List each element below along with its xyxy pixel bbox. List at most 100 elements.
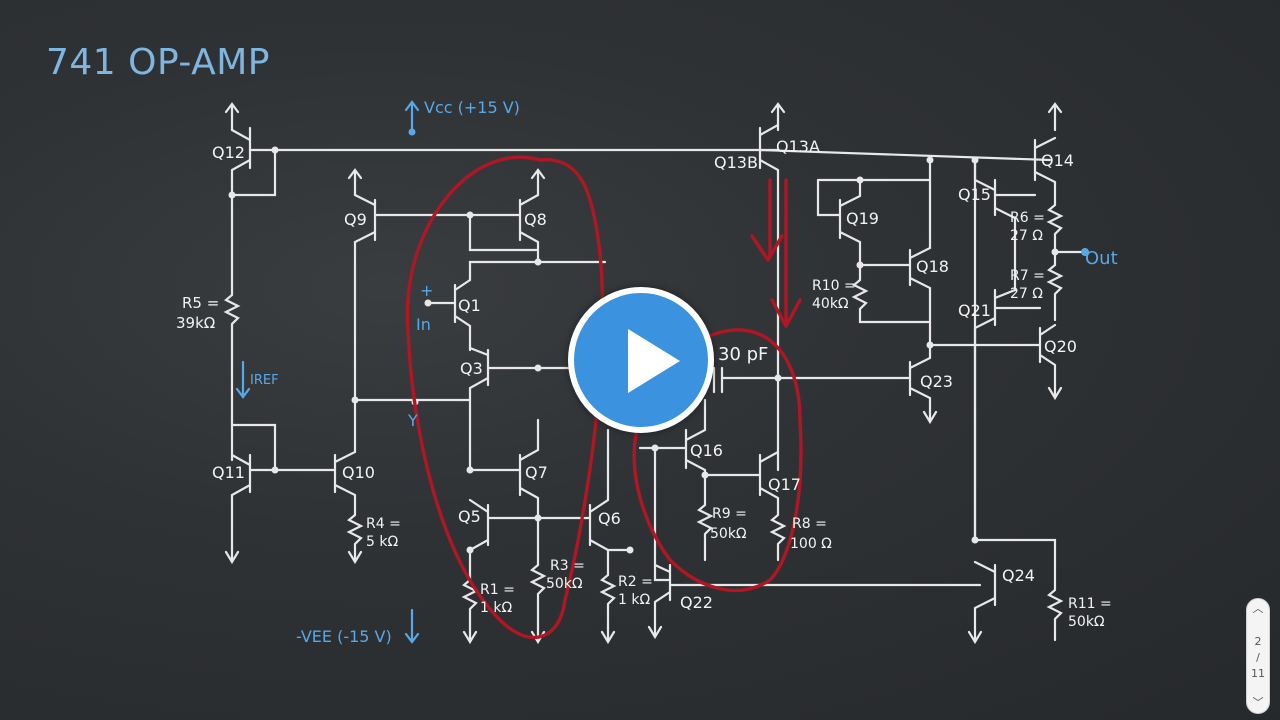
q5-label: Q5: [458, 507, 481, 526]
r5-label: R5 =: [182, 294, 219, 312]
r10-value: 40kΩ: [812, 296, 849, 312]
q8-label: Q8: [524, 210, 547, 229]
pager-total: 11: [1251, 667, 1265, 680]
out-terminal: [1081, 248, 1089, 256]
r8-label: R8 =: [792, 516, 827, 532]
supply-arrow: [530, 168, 546, 197]
q17-label: Q17: [768, 475, 801, 494]
q21-transistor: [973, 250, 1042, 542]
pager-up-icon[interactable]: ︿: [1252, 602, 1264, 615]
q23-label: Q23: [920, 372, 953, 391]
q9-label: Q9: [344, 210, 367, 229]
q18-label: Q18: [916, 257, 949, 276]
q19-label: Q19: [846, 209, 879, 228]
q18-transistor: [908, 158, 932, 347]
q24-transistor: [967, 560, 997, 645]
q9-transistor: [353, 193, 522, 402]
q20-label: Q20: [1044, 337, 1077, 356]
r2-label: R2 =: [618, 574, 653, 590]
q8-transistor: [468, 193, 540, 264]
in-label: In: [416, 315, 431, 334]
iref-arrow: [235, 360, 251, 399]
q6-r2: [588, 428, 632, 642]
q14-r6-r7: [1033, 136, 1087, 322]
junction-dots: [228, 146, 1059, 554]
vcc-arrow: [404, 100, 420, 134]
play-button[interactable]: [568, 287, 714, 433]
q24-r11: [973, 158, 1064, 642]
q17-r8: [758, 450, 787, 562]
r5-resistor: [223, 193, 241, 422]
slide-title: 741 OP-AMP: [46, 42, 271, 83]
vee-label: -VEE (-15 V): [296, 627, 392, 646]
iref-label: IREF: [250, 373, 279, 388]
r5-value: 39kΩ: [176, 314, 215, 332]
q1-label: Q1: [458, 296, 481, 315]
pager-separator: /: [1256, 651, 1260, 664]
r7-label: R7 =: [1010, 268, 1045, 284]
in-plus-label: +: [420, 281, 433, 300]
red-arrow-2: [770, 178, 802, 328]
q11-transistor: [224, 418, 277, 565]
q14-label: Q14: [1041, 151, 1074, 170]
r7-value: 27 Ω: [1010, 286, 1043, 302]
supply-arrow: [347, 168, 363, 197]
q23-transistor: [908, 343, 1042, 425]
r3-value: 50kΩ: [546, 576, 583, 592]
out-label: Out: [1085, 248, 1118, 269]
r8-value: 100 Ω: [790, 536, 832, 552]
q13a-label: Q13A: [776, 137, 820, 156]
vcc-rail: [248, 148, 1052, 162]
red-annotation-loop-left: [405, 155, 605, 640]
q21-label: Q21: [958, 301, 991, 320]
q7-label: Q7: [525, 463, 548, 482]
r6-value: 27 Ω: [1010, 228, 1043, 244]
pager-current: 2: [1254, 635, 1262, 648]
q3-label: Q3: [460, 359, 483, 378]
y-label: Y: [407, 411, 418, 430]
q13-transistor: [758, 123, 780, 472]
pager-down-icon[interactable]: ﹀: [1252, 696, 1264, 709]
q7-transistor: [468, 418, 540, 522]
r2-value: 1 kΩ: [618, 592, 650, 608]
slide-pager: ︿ 2 / 11 ﹀: [1246, 598, 1270, 714]
q3-transistor: [468, 346, 582, 472]
q12-transistor: [230, 126, 277, 197]
q16-base: [638, 446, 688, 582]
q19-q18-r10: [816, 178, 932, 324]
supply-arrow: [1047, 102, 1063, 132]
q13b-label: Q13B: [714, 153, 758, 172]
red-annotation-loop-right: [632, 328, 803, 593]
play-icon: [628, 329, 680, 393]
r10-label: R10 =: [812, 278, 856, 294]
r1-label: R1 =: [480, 582, 515, 598]
r9-label: R9 =: [712, 506, 747, 522]
r9-value: 50kΩ: [710, 526, 747, 542]
capacitor-label: 30 pF: [718, 344, 768, 365]
q6-label: Q6: [598, 509, 621, 528]
r1-value: 1 kΩ: [480, 600, 512, 616]
r3-label: R3 =: [550, 558, 585, 574]
r3-resistor: [529, 518, 547, 642]
q12-label: Q12: [212, 143, 245, 162]
r4-label: R4 =: [366, 516, 401, 532]
q16-label: Q16: [690, 441, 723, 460]
q10-r4: [333, 398, 364, 562]
supply-arrow: [224, 102, 240, 132]
red-arrow-1: [750, 178, 784, 262]
q20-transistor: [1038, 323, 1063, 401]
q24-label: Q24: [1002, 566, 1035, 585]
q11-label: Q11: [212, 463, 245, 482]
vee-arrow: [404, 608, 420, 644]
compensation-capacitor: [712, 366, 912, 394]
r11-value: 50kΩ: [1068, 614, 1105, 630]
r4-value: 5 kΩ: [366, 534, 398, 550]
q22-transistor: [647, 563, 982, 640]
vee-arrows: [347, 550, 616, 645]
r11-label: R11 =: [1068, 596, 1112, 612]
q15-label: Q15: [958, 185, 991, 204]
q1-transistor: [426, 260, 607, 352]
q22-label: Q22: [680, 593, 713, 612]
r6-label: R6 =: [1010, 210, 1045, 226]
